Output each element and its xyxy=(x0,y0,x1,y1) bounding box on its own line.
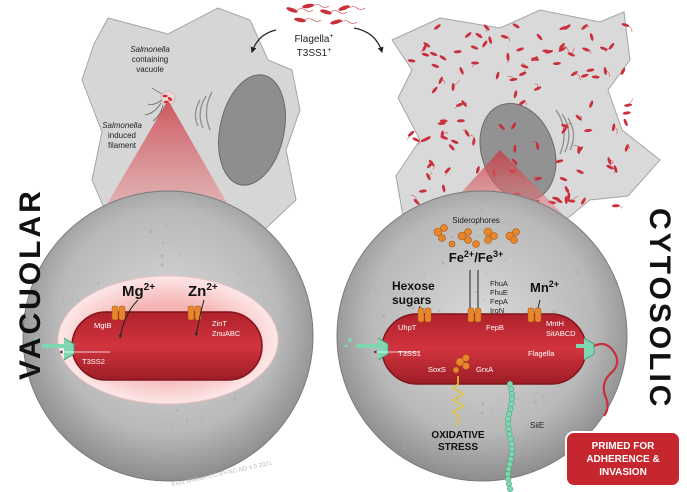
primed-line-1: PRIMED FOR xyxy=(592,441,656,452)
flagellated-bacteria-top xyxy=(286,3,366,25)
primed-badge: PRIMED FOR ADHERENCE & INVASION xyxy=(565,431,681,487)
primed-line-2: ADHERENCE & xyxy=(586,454,659,465)
fepa-label: FepA xyxy=(490,297,508,306)
t3ss1-label: T3SS1+ xyxy=(297,47,332,59)
siie-label: SiiE xyxy=(530,421,544,430)
grxa-label: GrxA xyxy=(476,365,493,374)
znuabc-label: ZnuABC xyxy=(212,329,241,338)
vacuolar-panel: Mg2+ Zn2+ MgtB ZinT ZnuABC T3SS2 xyxy=(22,190,314,482)
flagella-label-inner: Flagella xyxy=(528,349,555,358)
t3ss2-needle xyxy=(30,337,75,361)
oxidative-response-proteins xyxy=(452,354,470,374)
sif-label-line3: filament xyxy=(108,141,137,150)
iron-ion-label: Fe2+/Fe3+ xyxy=(449,249,504,265)
mnth-label: MntH xyxy=(546,319,564,328)
t3ss2-label: T3SS2 xyxy=(82,357,105,366)
flagellum-motor xyxy=(576,337,595,361)
t3ss1-label: T3SS1 xyxy=(398,349,421,358)
left-nucleus xyxy=(218,74,286,186)
flagella-label: Flagella+ xyxy=(294,33,333,45)
oxidative-stress-signal xyxy=(451,376,465,426)
sif-label-italic: Salmonella xyxy=(102,121,142,130)
flagellum-filament xyxy=(593,342,619,417)
scv-label-line2: containing xyxy=(132,55,168,64)
scv-label-line3: vacuole xyxy=(136,65,164,74)
mg-ion-label: Mg2+ xyxy=(122,282,155,300)
sitabcd-label: SitABCD xyxy=(546,329,576,338)
salmonella-containing-vacuole xyxy=(160,90,176,106)
salmonella-induced-filament xyxy=(144,99,164,122)
fepb-transporter xyxy=(467,307,482,323)
oxidative-label-2: STRESS xyxy=(438,442,478,453)
fhua-label: FhuA xyxy=(490,279,508,288)
hexose-label-2: sugars xyxy=(392,293,432,307)
siderophore-cluster xyxy=(433,224,520,248)
soxs-label: SoxS xyxy=(428,365,446,374)
arrow-to-right-cell xyxy=(353,27,384,54)
oxidative-label-1: OXIDATIVE xyxy=(431,430,484,441)
cytosolic-bacteria-cluster xyxy=(406,23,634,211)
arrow-to-left-cell xyxy=(250,29,277,54)
zn-ion-label: Zn2+ xyxy=(188,282,218,300)
cytosolic-title: CYTOSOLIC xyxy=(643,208,676,409)
mg-uptake-arrow xyxy=(118,299,139,339)
mgtb-transporter xyxy=(111,305,126,321)
mn-ion-label: Mn2+ xyxy=(530,279,559,295)
iron-receptor-label: IroN xyxy=(490,306,504,315)
siie-adhesin xyxy=(504,380,516,492)
fepb-label: FepB xyxy=(486,323,504,332)
right-host-cell xyxy=(391,9,661,237)
uhpt-label: UhpT xyxy=(398,323,417,332)
mgtb-label: MgtB xyxy=(94,321,112,330)
zint-label: ZinT xyxy=(212,319,227,328)
cytosolic-panel: Siderophores Fe2+/Fe3+ Hexose sugars Mn2… xyxy=(336,190,628,492)
left-golgi xyxy=(194,91,213,131)
vacuolar-title: VACUOLAR xyxy=(14,188,47,380)
zn-uptake-arrow xyxy=(194,299,205,337)
t3ss1-needle xyxy=(344,337,389,361)
mnth-transporter xyxy=(527,307,542,323)
primed-line-3: INVASION xyxy=(599,467,647,478)
fhue-label: FhuE xyxy=(490,288,508,297)
sif-label-line2: induced xyxy=(108,131,136,140)
siderophores-label: Siderophores xyxy=(452,216,500,225)
hexose-label-1: Hexose xyxy=(392,279,435,293)
scv-label-italic: Salmonella xyxy=(130,45,170,54)
uhpt-transporter xyxy=(417,307,432,323)
